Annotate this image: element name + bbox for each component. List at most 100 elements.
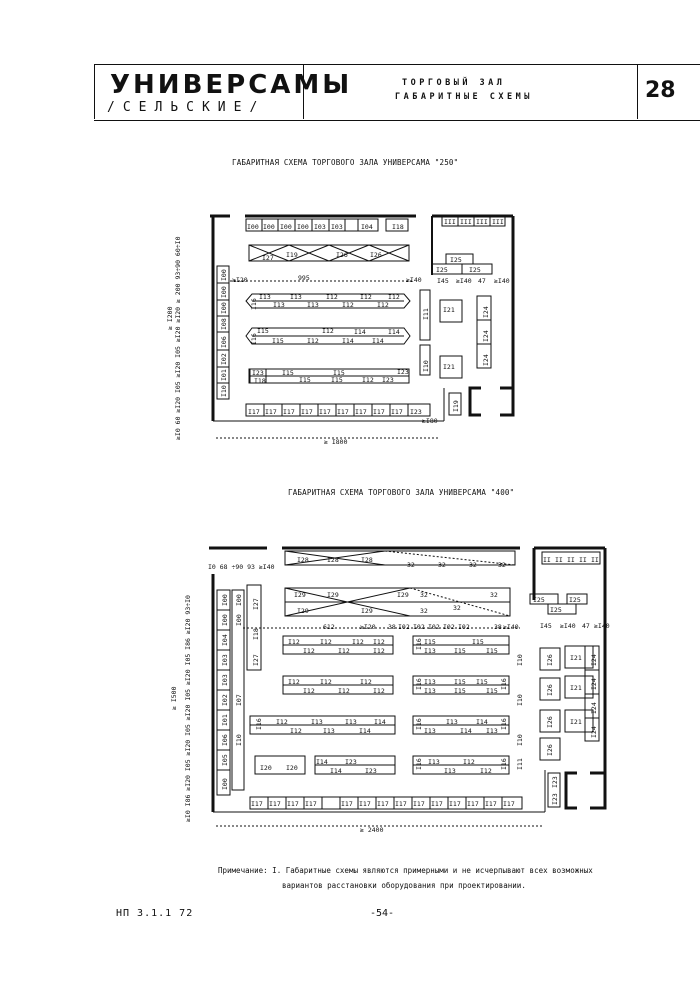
svg-text:I16: I16 (500, 758, 508, 770)
svg-text:I03: I03 (221, 654, 229, 666)
svg-text:I15: I15 (476, 678, 488, 686)
svg-text:I17: I17 (467, 800, 479, 808)
svg-text:I02: I02 (221, 694, 229, 706)
svg-text:I29: I29 (294, 591, 306, 599)
svg-text:I13: I13 (311, 718, 323, 726)
svg-text:I45: I45 (540, 622, 552, 630)
svg-text:32: 32 (453, 604, 461, 612)
svg-text:I0 68 ÷90 93 ≥I40: I0 68 ÷90 93 ≥I40 (208, 563, 275, 571)
svg-text:I00: I00 (235, 594, 243, 606)
svg-text:I15: I15 (454, 687, 466, 695)
svg-text:I17: I17 (337, 408, 349, 416)
svg-text:I23: I23 (382, 376, 394, 384)
svg-text:≥I20: ≥I20 (360, 623, 376, 631)
svg-text:I10: I10 (516, 694, 524, 706)
svg-text:I17: I17 (485, 800, 497, 808)
svg-text:I08: I08 (220, 318, 228, 330)
svg-text:I00: I00 (220, 286, 228, 298)
svg-text:I26: I26 (370, 251, 382, 259)
svg-text:≥ I200: ≥ I200 (166, 306, 174, 330)
svg-text:I16: I16 (255, 718, 263, 730)
svg-text:I12: I12 (342, 301, 354, 309)
plan2-caption: ГАБАРИТНАЯ СХЕМА ТОРГОВОГО ЗАЛА УНИВЕРСА… (288, 488, 515, 497)
svg-text:≥I40: ≥I40 (560, 622, 576, 630)
svg-text:I14: I14 (354, 328, 366, 336)
svg-text:I15: I15 (454, 647, 466, 655)
svg-text:I26: I26 (546, 744, 554, 756)
svg-text:I15: I15 (331, 376, 343, 384)
svg-text:≥I40: ≥I40 (406, 276, 422, 284)
svg-text:I06: I06 (220, 336, 228, 348)
svg-text:I12: I12 (320, 678, 332, 686)
svg-text:I17: I17 (269, 800, 281, 808)
svg-text:I16: I16 (250, 298, 258, 310)
series-title: УНИВЕРСАМЫ (110, 70, 353, 100)
svg-text:I26: I26 (546, 716, 554, 728)
svg-text:47: 47 (478, 277, 486, 285)
svg-text:I13: I13 (273, 301, 285, 309)
svg-text:I03: I03 (331, 223, 343, 231)
svg-text:I21: I21 (570, 654, 582, 662)
svg-text:I28: I28 (327, 556, 339, 564)
svg-text:I17: I17 (377, 800, 389, 808)
svg-text:I17: I17 (503, 800, 515, 808)
svg-text:I00: I00 (220, 302, 228, 314)
svg-text:I02: I02 (428, 623, 440, 631)
svg-text:32: 32 (490, 591, 498, 599)
svg-text:I27: I27 (252, 598, 260, 610)
svg-text:I23: I23 (551, 776, 559, 788)
svg-text:I10: I10 (422, 360, 430, 372)
svg-text:I02: I02 (443, 623, 455, 631)
svg-text:I17: I17 (355, 408, 367, 416)
svg-text:I12: I12 (303, 647, 315, 655)
svg-text:47: 47 (582, 622, 590, 630)
svg-text:I14: I14 (372, 337, 384, 345)
svg-text:I17: I17 (413, 800, 425, 808)
header-divider (637, 64, 638, 119)
svg-text:995: 995 (298, 274, 310, 282)
svg-text:I26: I26 (546, 654, 554, 666)
svg-text:I03: I03 (314, 223, 326, 231)
svg-text:≥I0 I86 ≥I20 I05 ≥I20 I05 ≥I20: ≥I0 I86 ≥I20 I05 ≥I20 I05 ≥I20 I05 ≥I20 … (184, 595, 192, 822)
svg-text:I13: I13 (428, 758, 440, 766)
svg-text:I14: I14 (359, 727, 371, 735)
svg-text:III: III (460, 218, 472, 226)
svg-text:I26: I26 (336, 251, 348, 259)
svg-text:I24: I24 (590, 654, 598, 666)
svg-text:I02: I02 (220, 353, 228, 365)
svg-text:I12: I12 (388, 293, 400, 301)
svg-text:I17: I17 (301, 408, 313, 416)
note-line1: Примечание: I. Габаритные схемы являются… (218, 866, 593, 875)
svg-text:I23: I23 (252, 369, 264, 377)
svg-text:I05: I05 (221, 754, 229, 766)
svg-text:I16: I16 (250, 333, 258, 345)
svg-text:I13: I13 (446, 718, 458, 726)
svg-text:I15: I15 (257, 327, 269, 335)
svg-text:I10: I10 (235, 734, 243, 746)
svg-text:II: II (591, 556, 599, 564)
svg-text:I00: I00 (221, 614, 229, 626)
svg-text:I11: I11 (516, 758, 524, 770)
svg-text:38: 38 (494, 623, 502, 631)
svg-text:I12: I12 (463, 758, 475, 766)
svg-text:≥I40: ≥I40 (503, 623, 519, 631)
svg-text:I21: I21 (570, 684, 582, 692)
document-code: НП 3.1.1 72 (116, 908, 194, 919)
svg-text:I23: I23 (410, 408, 422, 416)
svg-text:I12: I12 (303, 687, 315, 695)
svg-text:I02: I02 (413, 623, 425, 631)
svg-text:I21: I21 (443, 306, 455, 314)
svg-text:≥I0 60 ≥I20 I05 ≥I20 I05 ≥I20: ≥I0 60 ≥I20 I05 ≥I20 I05 ≥I20 ≥I20 ≥ 200… (174, 236, 182, 440)
svg-text:I14: I14 (330, 767, 342, 775)
svg-text:I16: I16 (415, 758, 423, 770)
svg-text:I29: I29 (297, 607, 309, 615)
svg-text:II: II (555, 556, 563, 564)
svg-text:I10: I10 (516, 654, 524, 666)
svg-text:I16: I16 (415, 638, 423, 650)
svg-text:I28: I28 (297, 556, 309, 564)
svg-text:I04: I04 (361, 223, 373, 231)
svg-text:I02: I02 (398, 623, 410, 631)
svg-text:I12: I12 (288, 638, 300, 646)
